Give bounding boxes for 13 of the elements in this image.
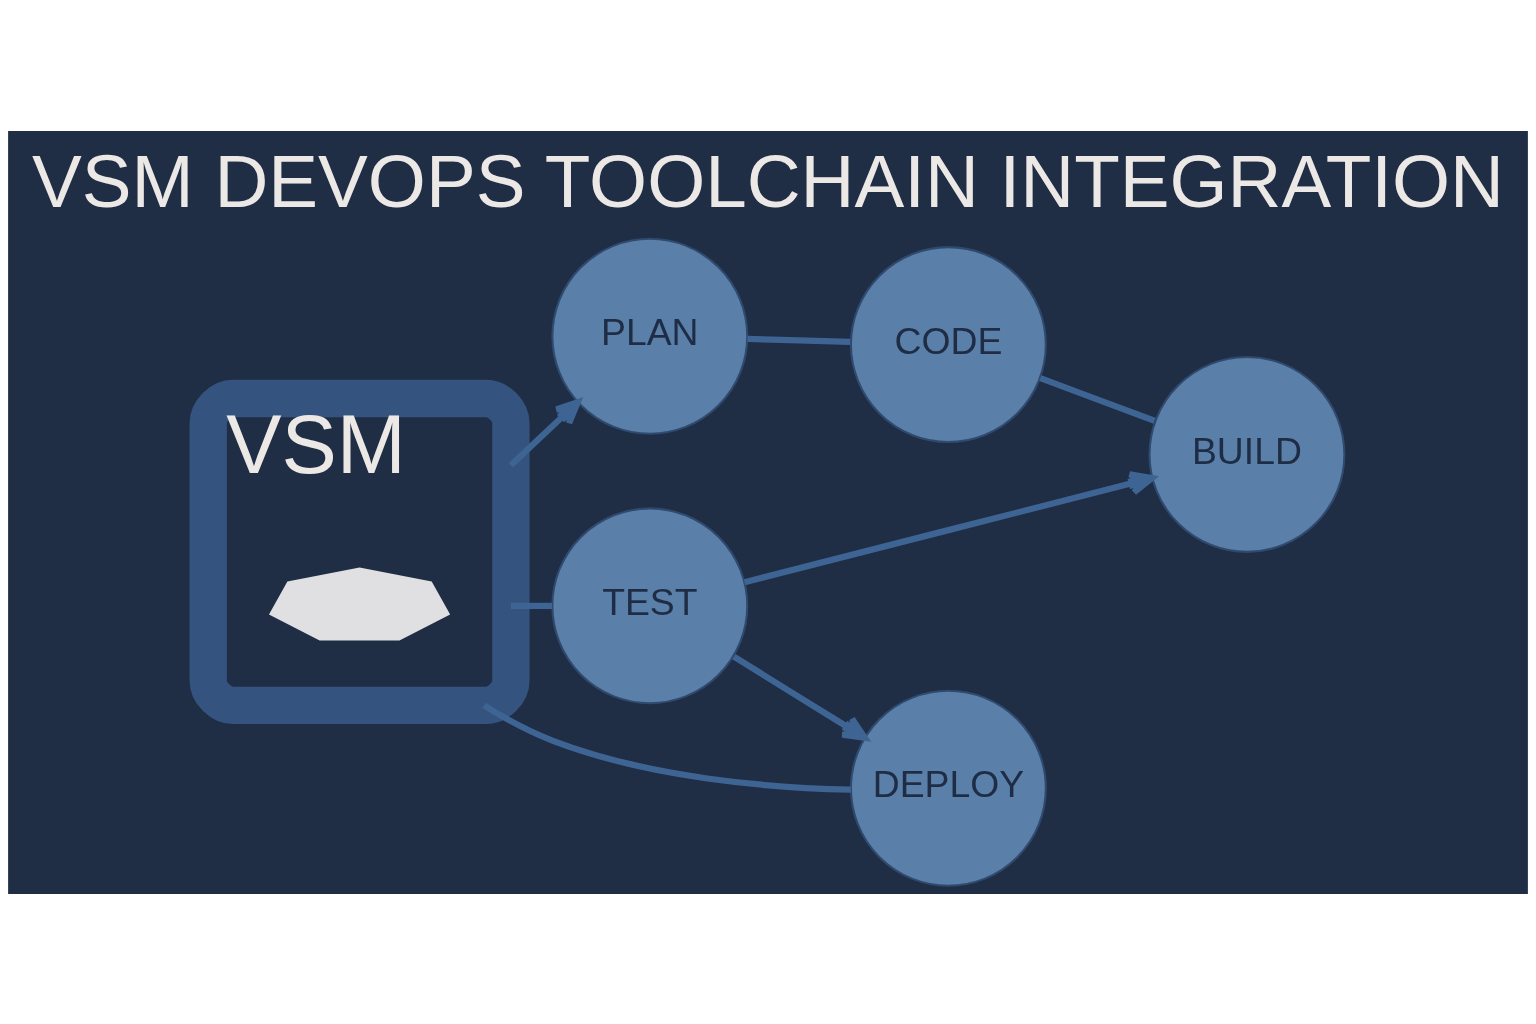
node-circle: DEPLOY: [849, 689, 1047, 887]
arrow: [732, 653, 868, 741]
arrow: [508, 398, 581, 467]
connector: [510, 602, 553, 609]
node-gear: [268, 566, 451, 640]
node-circle: CODE: [849, 245, 1047, 443]
connector: [747, 335, 851, 345]
connector: [1039, 374, 1156, 424]
diagram-title: VSM DEVOPS TOOLCHAIN INTEGRATION: [31, 138, 1505, 223]
cluster: VSM: [189, 379, 530, 724]
node-circle: BUILD: [1148, 355, 1346, 553]
connector: [482, 702, 851, 793]
node-circle: TEST: [551, 506, 749, 704]
